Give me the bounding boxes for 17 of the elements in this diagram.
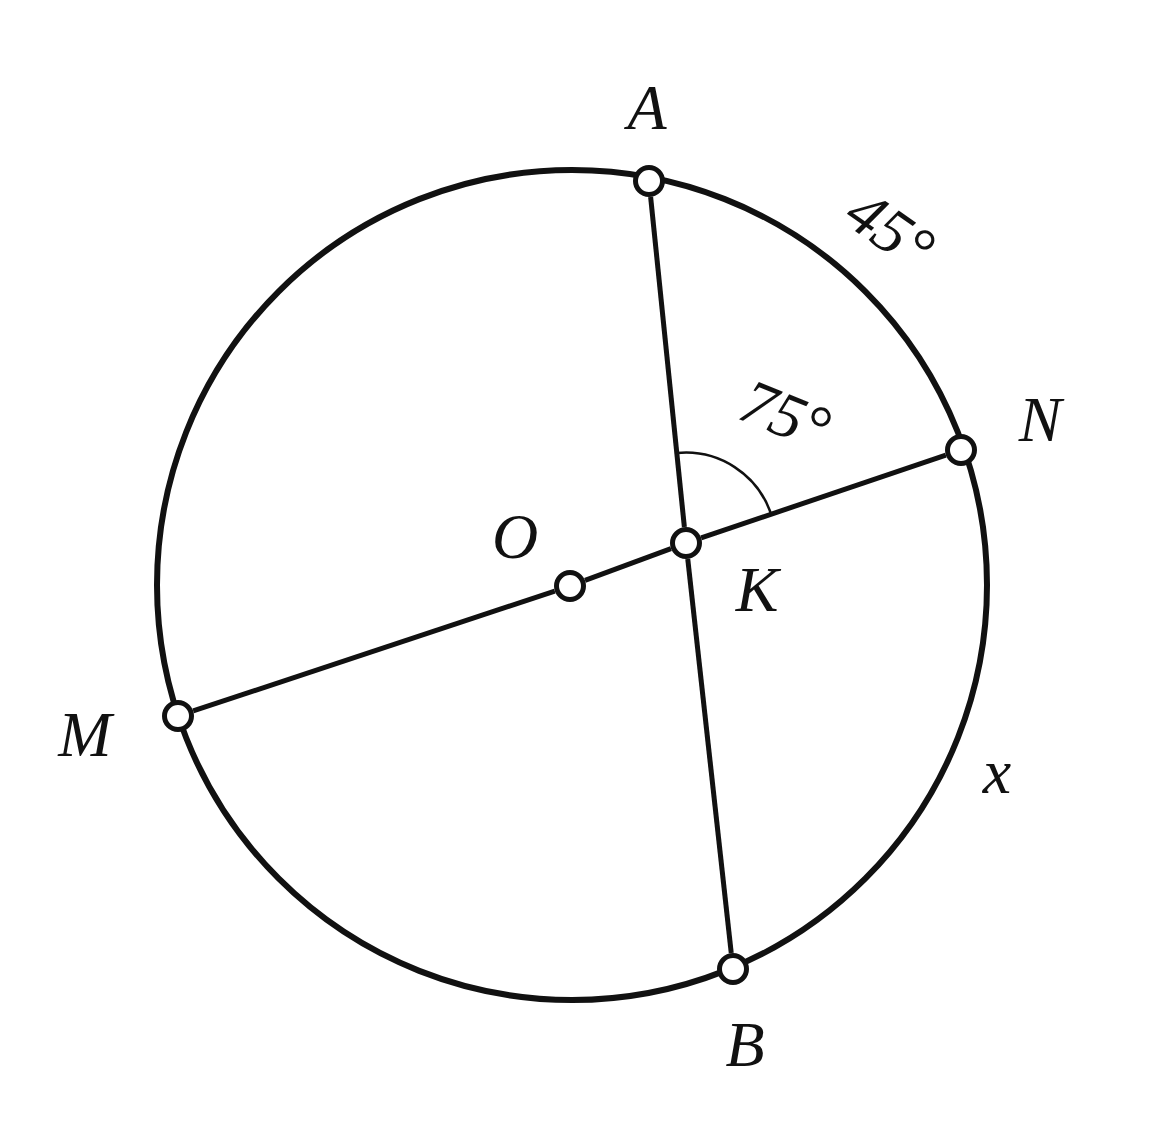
point-dot xyxy=(945,434,977,466)
line-segment xyxy=(648,196,687,528)
point-label: O xyxy=(491,505,539,569)
point-dot xyxy=(554,570,586,602)
line-segment xyxy=(700,452,947,541)
point-dot xyxy=(633,165,665,197)
angle-measure-label: 75° xyxy=(731,368,839,462)
line-segment xyxy=(192,588,556,714)
point-label: K xyxy=(735,558,779,622)
line-segment xyxy=(584,546,672,583)
arc-measure-label: 45° xyxy=(834,178,946,282)
arc-measure-label: x xyxy=(982,740,1012,804)
point-dot xyxy=(717,953,749,985)
point-dot xyxy=(670,527,702,559)
point-dot xyxy=(162,700,194,732)
line-segment xyxy=(685,558,734,954)
point-label: B xyxy=(725,1013,765,1077)
